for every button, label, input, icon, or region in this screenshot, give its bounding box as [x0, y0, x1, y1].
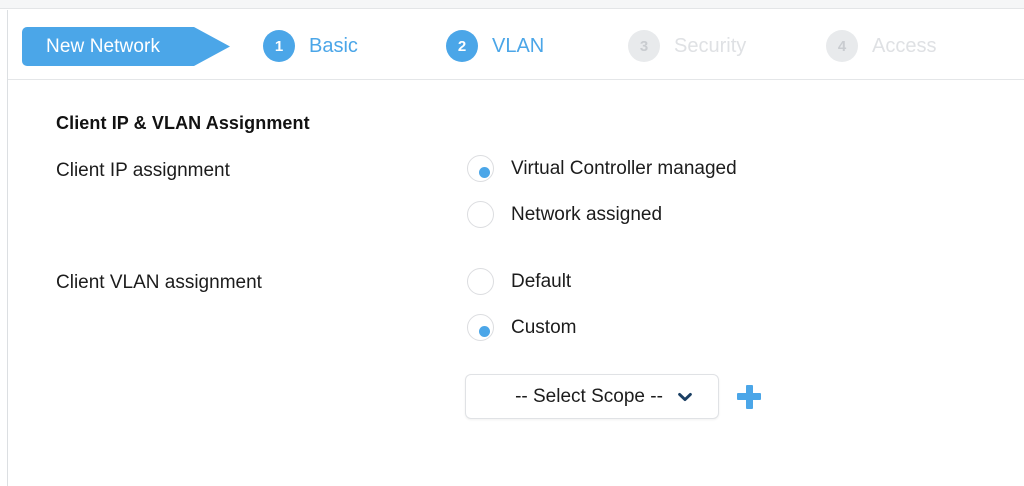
radio-vlan-default-label: Default — [511, 270, 572, 292]
client-ip-assignment-label: Client IP assignment — [56, 160, 230, 181]
radio-network-assigned-indicator[interactable] — [467, 201, 494, 228]
scope-select-value: -- Select Scope -- — [515, 385, 663, 407]
wizard-step-header: New Network 1 Basic 2 VLAN 3 Security 4 … — [8, 10, 1024, 80]
radio-virtual-controller-managed[interactable]: Virtual Controller managed — [467, 155, 737, 182]
radio-virtual-controller-managed-indicator[interactable] — [467, 155, 494, 182]
plus-icon — [737, 384, 761, 409]
wizard-step-access-label: Access — [872, 34, 937, 57]
new-network-tab-label: New Network — [46, 35, 161, 57]
radio-vlan-custom[interactable]: Custom — [467, 314, 576, 341]
radio-virtual-controller-managed-label: Virtual Controller managed — [511, 157, 737, 179]
radio-vlan-default-indicator[interactable] — [467, 268, 494, 295]
wizard-step-basic-label: Basic — [309, 34, 358, 57]
wizard-step-access[interactable]: 4 Access — [826, 30, 936, 62]
scope-select[interactable]: -- Select Scope -- — [465, 374, 719, 419]
wizard-step-vlan-number: 2 — [446, 30, 478, 62]
radio-network-assigned-label: Network assigned — [511, 203, 663, 225]
wizard-step-security-number: 3 — [628, 30, 660, 62]
wizard-step-basic-number: 1 — [263, 30, 295, 62]
wizard-step-access-number: 4 — [826, 30, 858, 62]
wizard-step-vlan[interactable]: 2 VLAN — [446, 30, 544, 62]
wizard-step-security-label: Security — [674, 34, 747, 57]
radio-network-assigned[interactable]: Network assigned — [467, 201, 662, 228]
chevron-down-icon — [676, 388, 694, 406]
wizard-step-vlan-label: VLAN — [492, 34, 545, 57]
add-scope-button[interactable] — [736, 384, 762, 410]
wizard-step-basic[interactable]: 1 Basic — [263, 30, 358, 62]
section-title: Client IP & VLAN Assignment — [56, 113, 310, 133]
wizard-step-security[interactable]: 3 Security — [628, 30, 746, 62]
wizard-panel: New Network 1 Basic 2 VLAN 3 Security 4 … — [7, 10, 1024, 486]
radio-vlan-custom-indicator[interactable] — [467, 314, 494, 341]
window-top-strip — [0, 0, 1024, 9]
new-network-tab[interactable]: New Network — [22, 27, 230, 66]
client-vlan-assignment-label: Client VLAN assignment — [56, 272, 262, 293]
vlan-step-content: Client IP & VLAN Assignment Client IP as… — [8, 80, 1024, 485]
scope-select-row: -- Select Scope -- — [465, 374, 762, 419]
radio-vlan-default[interactable]: Default — [467, 268, 571, 295]
radio-vlan-custom-label: Custom — [511, 316, 577, 338]
